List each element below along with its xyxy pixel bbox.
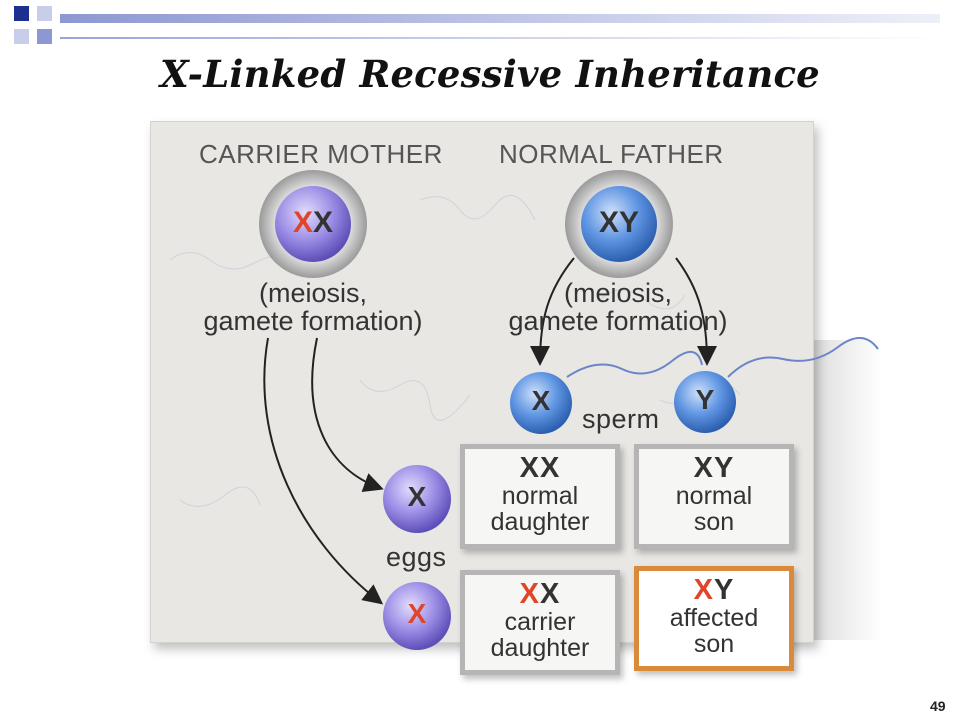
arrow-father-to-sperm-y (675, 257, 717, 366)
egg-carrier (383, 582, 451, 650)
egg-normal-letter: X (407, 481, 427, 512)
father-genotype: XY (598, 206, 640, 239)
mother-cell (275, 186, 351, 262)
slide-title: X-Linked Recessive Inheritance (160, 52, 820, 96)
sperm-x-letter: X (531, 385, 551, 416)
corner-square-2 (37, 6, 52, 21)
sperm-x (510, 372, 572, 434)
punnett-cell-normal-son: XY normal son (634, 444, 794, 549)
corner-square-4 (37, 29, 52, 44)
father-cell (581, 186, 657, 262)
father-label: NORMAL FATHER (499, 139, 724, 169)
title-underline (60, 37, 940, 39)
sperm-x-tail (566, 351, 703, 378)
sperm-y-letter: Y (695, 384, 715, 415)
sperm-y (674, 371, 736, 433)
punnett-cell-carrier-daughter: XX carrier daughter (460, 570, 620, 675)
corner-square-1 (14, 6, 29, 21)
punnett-cell-affected-son: XY affected son (634, 566, 794, 671)
punnett-cell-normal-daughter: XX normal daughter (460, 444, 620, 549)
egg-carrier-letter: X (407, 598, 427, 629)
father-meiosis-note: (meiosis, gamete formation) (508, 278, 728, 336)
mother-label: CARRIER MOTHER (199, 139, 443, 169)
corner-square-3 (14, 29, 29, 44)
panel-shadow (812, 340, 882, 640)
mother-genotype: XX (292, 206, 334, 239)
egg-normal (383, 465, 451, 533)
sperm-label: sperm (582, 404, 660, 434)
mother-meiosis-note: (meiosis, gamete formation) (203, 278, 423, 336)
arrow-mother-to-normal-egg (311, 337, 384, 492)
sperm-y-tail (727, 337, 879, 378)
page-number: 49 (930, 698, 946, 714)
arrow-father-to-sperm-x (530, 257, 575, 366)
title-bar (60, 14, 940, 23)
arrow-mother-to-carrier-egg (263, 337, 384, 605)
eggs-label: eggs (386, 542, 447, 572)
